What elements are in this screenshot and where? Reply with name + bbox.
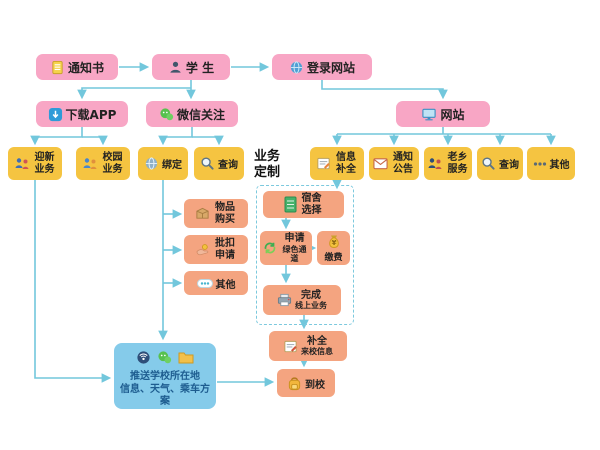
hometown-service-label: 老乡服务 <box>447 152 468 175</box>
campus-biz-label: 校园业务 <box>102 152 123 175</box>
biz-custom-frame <box>256 185 354 325</box>
fill-arrival-text: 补全 来校信息 <box>301 336 333 357</box>
finish-online-label: 完成 <box>301 289 321 301</box>
node-campus-biz: 校园业务 <box>76 147 130 180</box>
money-bag-icon: ¥ <box>327 234 341 249</box>
monitor-icon <box>421 107 437 122</box>
web-other-label: 其他 <box>549 160 570 171</box>
document-icon <box>50 60 65 75</box>
node-wechat-follow: 微信关注 <box>146 101 238 127</box>
finish-online-sublabel: 线上业务 <box>295 301 327 311</box>
node-fill-arrival: 补全 来校信息 <box>269 331 347 361</box>
bind-label: 绑定 <box>162 160 182 171</box>
arrow-wechat-to-query <box>192 135 224 146</box>
notification-label: 通知书 <box>67 60 104 75</box>
arrow-student-to-download-app <box>77 87 191 100</box>
wechat-query-label: 查询 <box>218 160 238 171</box>
green-channel-sublabel: 绿色通道 <box>282 244 307 263</box>
login-site-label: 登录网站 <box>306 60 355 75</box>
download-app-label: 下载APP <box>65 107 117 122</box>
push-info-text: 推送学校所在地 信息、天气、乘车方案 <box>118 371 212 409</box>
node-arrive: 到校 <box>277 369 335 397</box>
node-login-site: 登录网站 <box>272 54 372 80</box>
arrow-login-to-website <box>321 80 448 100</box>
ellipsis-dots-icon <box>533 160 547 168</box>
wechat-icon <box>157 350 172 365</box>
node-left-other: 其他 <box>184 271 248 295</box>
goods-buy-label: 物品购买 <box>215 202 235 225</box>
website-distribution-line <box>337 127 551 135</box>
bind-globe-icon <box>144 156 159 171</box>
info-complete-label: 信息补全 <box>336 152 356 175</box>
broadcast-icon <box>136 350 151 365</box>
arrow-app-to-campus-biz <box>82 135 108 146</box>
app-download-icon <box>48 107 63 122</box>
node-dorm-select: 宿舍选择 <box>263 191 344 218</box>
schoolbag-icon <box>287 376 302 391</box>
node-welcome-biz: 迎新业务 <box>8 147 62 180</box>
green-channel-text: 申请 绿色通道 <box>280 233 309 263</box>
push-info-line1: 推送学校所在地 <box>130 371 200 382</box>
node-student: 学 生 <box>152 54 230 80</box>
push-icons-row <box>136 350 194 365</box>
student-icon <box>168 60 183 75</box>
welcome-people-icon <box>14 157 30 171</box>
node-notification: 通知书 <box>36 54 118 80</box>
website-label: 网站 <box>440 107 465 122</box>
push-info-line2: 信息、天气、乘车方案 <box>120 383 210 408</box>
node-download-app: 下载APP <box>36 101 128 127</box>
globe-icon <box>289 60 304 75</box>
node-push-info: 推送学校所在地 信息、天气、乘车方案 <box>114 343 216 409</box>
node-pay: ¥ 缴费 <box>317 231 350 265</box>
campus-people-icon <box>82 157 98 171</box>
arrow-app-to-welcome-biz <box>30 127 83 146</box>
arrow-welcome-biz-to-push-box <box>34 180 112 383</box>
hand-coin-icon <box>195 243 210 257</box>
pen-form-icon <box>283 339 298 354</box>
node-batch-deduct: 批扣申请 <box>184 235 248 264</box>
finish-online-text: 完成 线上业务 <box>295 290 327 311</box>
node-bind: 绑定 <box>138 147 188 180</box>
student-label: 学 生 <box>185 60 215 75</box>
left-other-label: 其他 <box>215 279 236 291</box>
hometown-people-icon <box>427 157 443 171</box>
node-hometown-service: 老乡服务 <box>424 147 472 180</box>
node-finish-online: 完成 线上业务 <box>263 285 341 315</box>
printer-icon <box>277 293 292 307</box>
node-notice: 通知公告 <box>369 147 419 180</box>
web-query-label: 查询 <box>499 160 519 171</box>
envelope-icon <box>373 157 388 170</box>
batch-deduct-label: 批扣申请 <box>215 238 235 261</box>
green-channel-label: 申请 <box>284 233 305 245</box>
form-pencil-icon <box>316 156 331 171</box>
folder-icon <box>178 351 194 364</box>
node-green-channel: 申请 绿色通道 <box>260 231 312 265</box>
welcome-biz-label: 迎新业务 <box>34 152 55 175</box>
ellipsis-pill-icon <box>196 278 213 288</box>
fill-arrival-label: 补全 <box>307 335 327 347</box>
wechat-follow-label: 微信关注 <box>176 107 225 122</box>
biz-custom-label: 业务定制 <box>252 149 282 180</box>
search-icon <box>200 156 215 171</box>
arrive-label: 到校 <box>305 379 325 391</box>
dorm-select-label: 宿舍选择 <box>301 193 322 216</box>
wechat-icon <box>159 107 174 122</box>
node-website: 网站 <box>396 101 490 127</box>
notice-label: 通知公告 <box>393 152 413 175</box>
locker-icon <box>284 196 297 213</box>
node-web-query: 查询 <box>477 147 523 180</box>
svg-text:¥: ¥ <box>331 239 336 247</box>
fill-arrival-sublabel: 来校信息 <box>301 347 333 357</box>
arrow-wechat-to-bind <box>158 127 193 146</box>
green-channel-icon <box>263 241 277 255</box>
node-goods-buy: 物品购买 <box>184 199 248 228</box>
search-icon <box>481 156 496 171</box>
pay-label: 缴费 <box>324 252 343 263</box>
package-box-icon <box>195 206 210 221</box>
node-info-complete: 信息补全 <box>310 147 364 180</box>
node-web-other: 其他 <box>527 147 575 180</box>
node-wechat-query: 查询 <box>194 147 244 180</box>
biz-custom-text: 业务定制 <box>253 149 280 180</box>
